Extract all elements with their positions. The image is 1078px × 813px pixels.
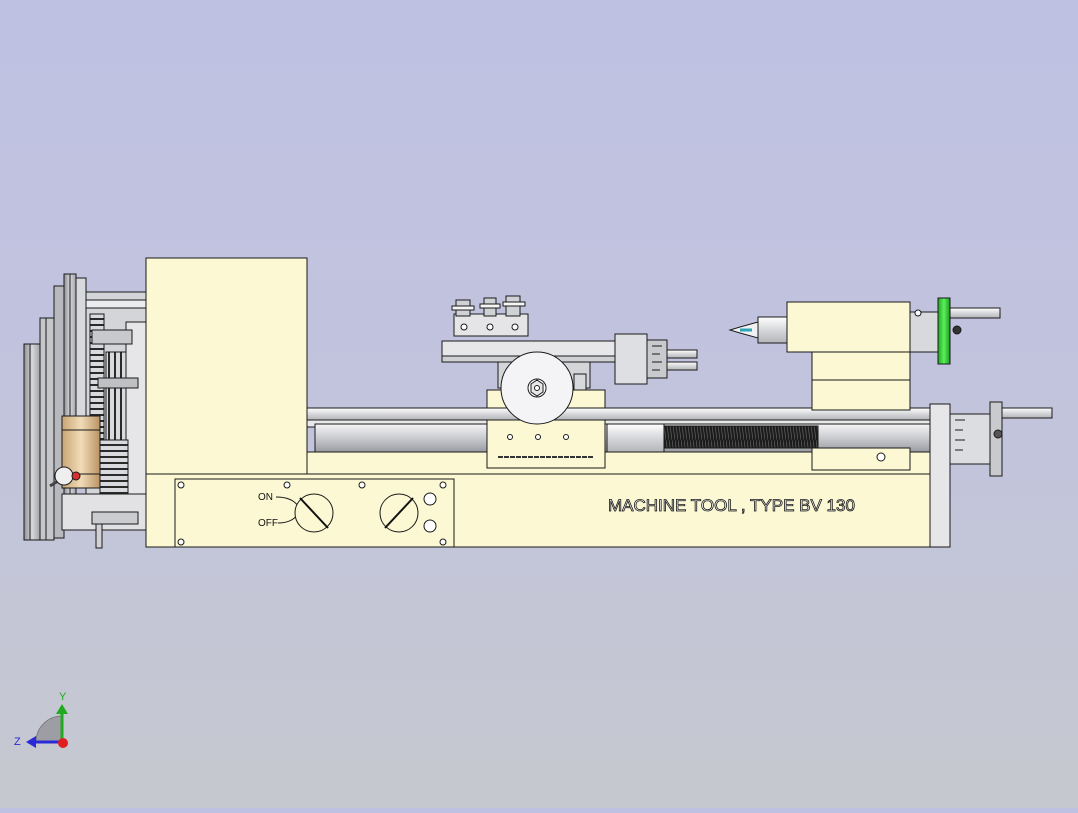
y-axis-label: Y [59, 691, 67, 703]
control-panel: ON OFF [174, 478, 455, 548]
headstock [145, 257, 308, 475]
carriage [441, 295, 698, 469]
tailstock-quill [757, 316, 788, 344]
axis-triad: Y Z [14, 691, 68, 748]
tailstock-handwheel[interactable] [937, 297, 1001, 365]
switch-off-label: OFF [258, 518, 278, 529]
z-axis-label: Z [14, 736, 21, 748]
indicator-lamp [423, 519, 437, 533]
carriage-handwheel[interactable] [500, 351, 587, 425]
switch-on-label: ON [258, 492, 273, 503]
indicator-lamp [423, 492, 437, 506]
speed-selector-knob[interactable] [379, 493, 419, 533]
power-switch-knob[interactable] [294, 493, 334, 533]
drive-pulley-assembly [23, 273, 147, 549]
x-axis-dot [58, 738, 68, 748]
feed-handwheel[interactable] [949, 401, 1053, 477]
cross-slide-handwheel[interactable] [614, 333, 698, 385]
bed-end-bracket [929, 403, 951, 548]
lathe-bed [306, 407, 938, 475]
nameplate-title: MACHINE TOOL , TYPE BV 130 [608, 496, 855, 515]
lead-screw-thread [663, 425, 819, 449]
tailstock [728, 297, 1001, 471]
